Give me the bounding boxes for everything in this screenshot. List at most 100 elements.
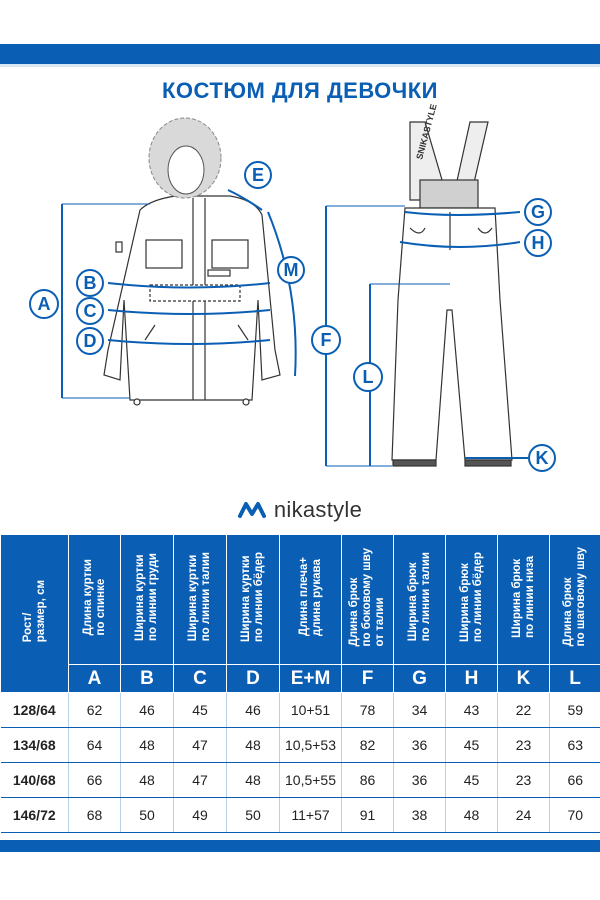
marker-a: A — [29, 289, 59, 319]
page-title: КОСТЮМ ДЛЯ ДЕВОЧКИ — [162, 78, 438, 103]
col-letter-f: F — [341, 664, 394, 693]
col-letter-g: G — [393, 664, 446, 693]
table-cell: 86 — [341, 762, 394, 798]
table-cell: 50 — [226, 797, 280, 833]
table-row: 134/68 64 48 47 48 10,5+53 82 36 45 23 6… — [0, 727, 600, 763]
measurement-diagram-svg: SNIKASTYLE A B C D E M F G H K L — [29, 103, 556, 472]
table-cell: 66 — [68, 762, 121, 798]
jacket-drawing — [103, 195, 281, 406]
table-cell: 63 — [549, 727, 600, 763]
col-letter-k: K — [497, 664, 550, 693]
table-cell: 45 — [173, 692, 227, 728]
svg-text:L: L — [363, 367, 374, 387]
corner-header: Рост/ размер, см — [0, 534, 69, 693]
brand-mark-icon — [237, 502, 266, 518]
table-cell: 11+57 — [279, 797, 342, 833]
table-cell: 22 — [497, 692, 550, 728]
marker-f: F — [311, 325, 341, 355]
table-row: 128/64 62 46 45 46 10+51 78 34 43 22 59 — [0, 692, 600, 728]
fur-hood — [148, 117, 222, 199]
table-cell: 48 — [445, 797, 498, 833]
size-cell: 140/68 — [0, 762, 69, 798]
brand-name: nikastyle — [273, 497, 363, 522]
col-letter-b: B — [120, 664, 174, 693]
table-cell: 45 — [445, 762, 498, 798]
table-cell: 36 — [393, 762, 446, 798]
table-cell: 10,5+53 — [279, 727, 342, 763]
col-header-h: Ширина брюк по линии бёдер — [445, 534, 498, 665]
col-letter-d: D — [226, 664, 280, 693]
table-cell: 48 — [120, 762, 174, 798]
svg-text:M: M — [284, 260, 299, 280]
table-cell: 34 — [393, 692, 446, 728]
marker-b: B — [76, 269, 104, 297]
table-cell: 49 — [173, 797, 227, 833]
bottom-banner-bar — [0, 840, 600, 852]
table-cell: 68 — [68, 797, 121, 833]
svg-text:F: F — [321, 330, 332, 350]
col-header-b: Ширина куртки по линии груди — [120, 534, 174, 665]
table-cell: 48 — [120, 727, 174, 763]
marker-g: G — [524, 198, 552, 226]
col-header-k: Ширина брюк по линии низа — [497, 534, 550, 665]
col-letter-c: C — [173, 664, 227, 693]
jacket-measure-lines — [61, 189, 297, 399]
table-cell: 23 — [497, 762, 550, 798]
marker-m: M — [277, 256, 305, 284]
size-cell: 134/68 — [0, 727, 69, 763]
svg-text:A: A — [38, 294, 51, 314]
table-cell: 46 — [120, 692, 174, 728]
svg-text:K: K — [536, 448, 549, 468]
table-cell: 47 — [173, 727, 227, 763]
table-cell: 66 — [549, 762, 600, 798]
table-cell: 38 — [393, 797, 446, 833]
table-cell: 10,5+55 — [279, 762, 342, 798]
table-cell: 46 — [226, 692, 280, 728]
table-row: 140/68 66 48 47 48 10,5+55 86 36 45 23 6… — [0, 762, 600, 798]
table-cell: 43 — [445, 692, 498, 728]
col-header-l: Длина брюк по шаговому шву — [549, 534, 600, 665]
size-cell: 128/64 — [0, 692, 69, 728]
col-header-d: Ширина куртки по линии бёдер — [226, 534, 280, 665]
svg-text:H: H — [532, 233, 545, 253]
col-letter-em: E+M — [279, 664, 342, 693]
brand-logo: nikastyle — [0, 494, 600, 526]
table-cell: 50 — [120, 797, 174, 833]
size-table: Рост/ размер, см Длина куртки по спинке … — [0, 534, 600, 833]
svg-text:D: D — [84, 331, 97, 351]
col-letter-a: A — [68, 664, 121, 693]
marker-h: H — [524, 229, 552, 257]
table-cell: 45 — [445, 727, 498, 763]
table-cell: 36 — [393, 727, 446, 763]
size-cell: 146/72 — [0, 797, 69, 833]
markers: A B C D E M F G H K L — [29, 161, 556, 472]
pants-drawing — [391, 121, 513, 467]
table-cell: 48 — [226, 727, 280, 763]
col-header-c: Ширина куртки по линии талии — [173, 534, 227, 665]
table-cell: 64 — [68, 727, 121, 763]
svg-text:G: G — [531, 202, 545, 222]
marker-l: L — [353, 362, 383, 392]
col-letter-h: H — [445, 664, 498, 693]
table-cell: 10+51 — [279, 692, 342, 728]
table-cell: 24 — [497, 797, 550, 833]
top-banner-bar — [0, 44, 600, 64]
svg-text:B: B — [84, 273, 97, 293]
col-header-a: Длина куртки по спинке — [68, 534, 121, 665]
col-header-g: Ширина брюк по линии талии — [393, 534, 446, 665]
table-cell: 91 — [341, 797, 394, 833]
svg-text:E: E — [252, 165, 264, 185]
table-row: 146/72 68 50 49 50 11+57 91 38 48 24 70 — [0, 797, 600, 833]
marker-k: K — [528, 444, 556, 472]
table-cell: 59 — [549, 692, 600, 728]
table-cell: 48 — [226, 762, 280, 798]
top-banner-line — [0, 64, 600, 67]
table-cell: 23 — [497, 727, 550, 763]
col-letter-l: L — [549, 664, 600, 693]
col-header-f: Длина брюк по боковому шву от талии — [341, 534, 394, 665]
table-cell: 78 — [341, 692, 394, 728]
col-header-em: Длина плеча+ длина рукава — [279, 534, 342, 665]
marker-d: D — [76, 327, 104, 355]
table-cell: 47 — [173, 762, 227, 798]
table-cell: 70 — [549, 797, 600, 833]
